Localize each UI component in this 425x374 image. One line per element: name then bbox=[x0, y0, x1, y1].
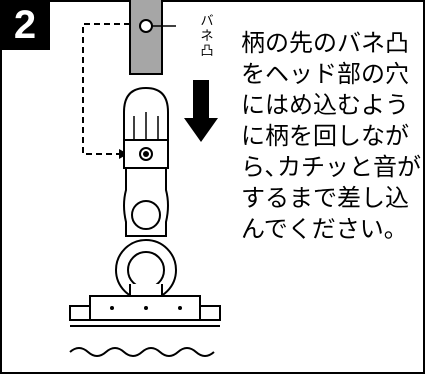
handle-shaft bbox=[129, 0, 163, 75]
plate-rivet bbox=[110, 306, 114, 310]
swivel-inner-ring bbox=[127, 251, 165, 289]
neck-ring-icon bbox=[131, 200, 161, 230]
insert-arrow-shaft bbox=[193, 80, 209, 120]
insert-down-arrow-icon bbox=[184, 118, 218, 142]
instruction-line: にはめ込むよう bbox=[241, 91, 409, 119]
floor-wave bbox=[69, 347, 215, 357]
spring-button-label: バ ネ 凸 bbox=[200, 14, 214, 59]
instruction-line: 柄の先のバネ凸 bbox=[241, 29, 409, 57]
socket-hole-dot bbox=[143, 151, 149, 157]
instruction-line: するまで差し込 bbox=[241, 184, 409, 212]
spring-button-icon bbox=[139, 19, 153, 33]
instruction-line: をヘッド部の穴 bbox=[241, 60, 409, 88]
guide-dashed-line bbox=[82, 23, 130, 155]
plate-rivet bbox=[144, 306, 148, 310]
instruction-line: に柄を回しなが bbox=[241, 122, 409, 150]
plate-rivet bbox=[178, 306, 182, 310]
step-number-badge: 2 bbox=[0, 0, 50, 50]
instruction-text: 柄の先のバネ凸 をヘッド部の穴 にはめ込むよう に柄を回しなが ら､カチッと音が… bbox=[241, 28, 421, 245]
instruction-line: ら､カチッと音が bbox=[241, 153, 421, 181]
instruction-line: んでください。 bbox=[241, 215, 408, 243]
